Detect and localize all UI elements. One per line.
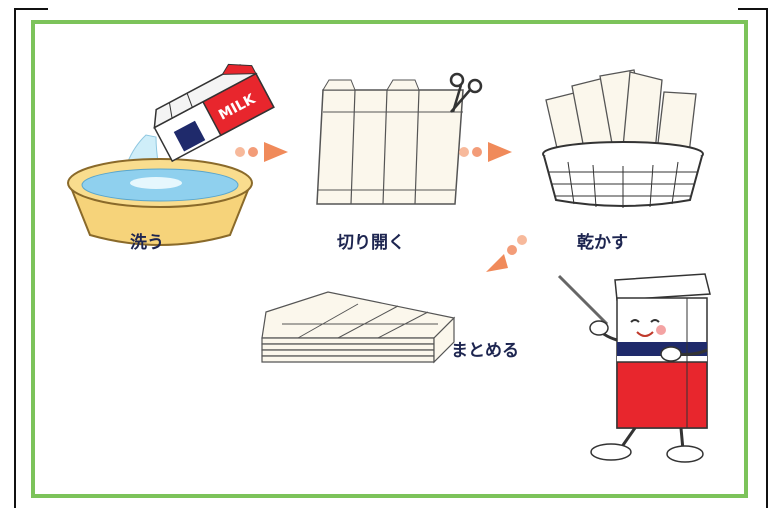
outer-border-left bbox=[14, 8, 16, 508]
step-label-bundle: まとめる bbox=[451, 341, 519, 361]
outer-border-right bbox=[766, 8, 768, 508]
wash-illustration: MILK bbox=[67, 63, 275, 246]
step-label-cut-open: 切り開く bbox=[337, 233, 405, 253]
step-label-wash: 洗う bbox=[130, 233, 164, 253]
outer-border-top-left bbox=[14, 8, 48, 10]
basket-icon bbox=[542, 141, 704, 208]
carton-mascot-illustration bbox=[557, 273, 711, 463]
pointer-stick-icon bbox=[557, 274, 609, 326]
arrow-wash-to-cut bbox=[235, 142, 288, 162]
dry-illustration bbox=[542, 69, 704, 208]
outer-border-top-right bbox=[738, 8, 768, 10]
arrow-dry-to-bundle bbox=[486, 235, 527, 272]
scissors-icon bbox=[449, 72, 483, 113]
carton-mascot-icon bbox=[589, 273, 711, 463]
arrow-cut-to-dry bbox=[459, 142, 512, 162]
bundle-illustration bbox=[261, 291, 456, 364]
step-label-dry: 乾かす bbox=[577, 233, 628, 253]
cut-open-illustration bbox=[316, 72, 483, 205]
milk-carton-icon: MILK bbox=[153, 63, 275, 163]
